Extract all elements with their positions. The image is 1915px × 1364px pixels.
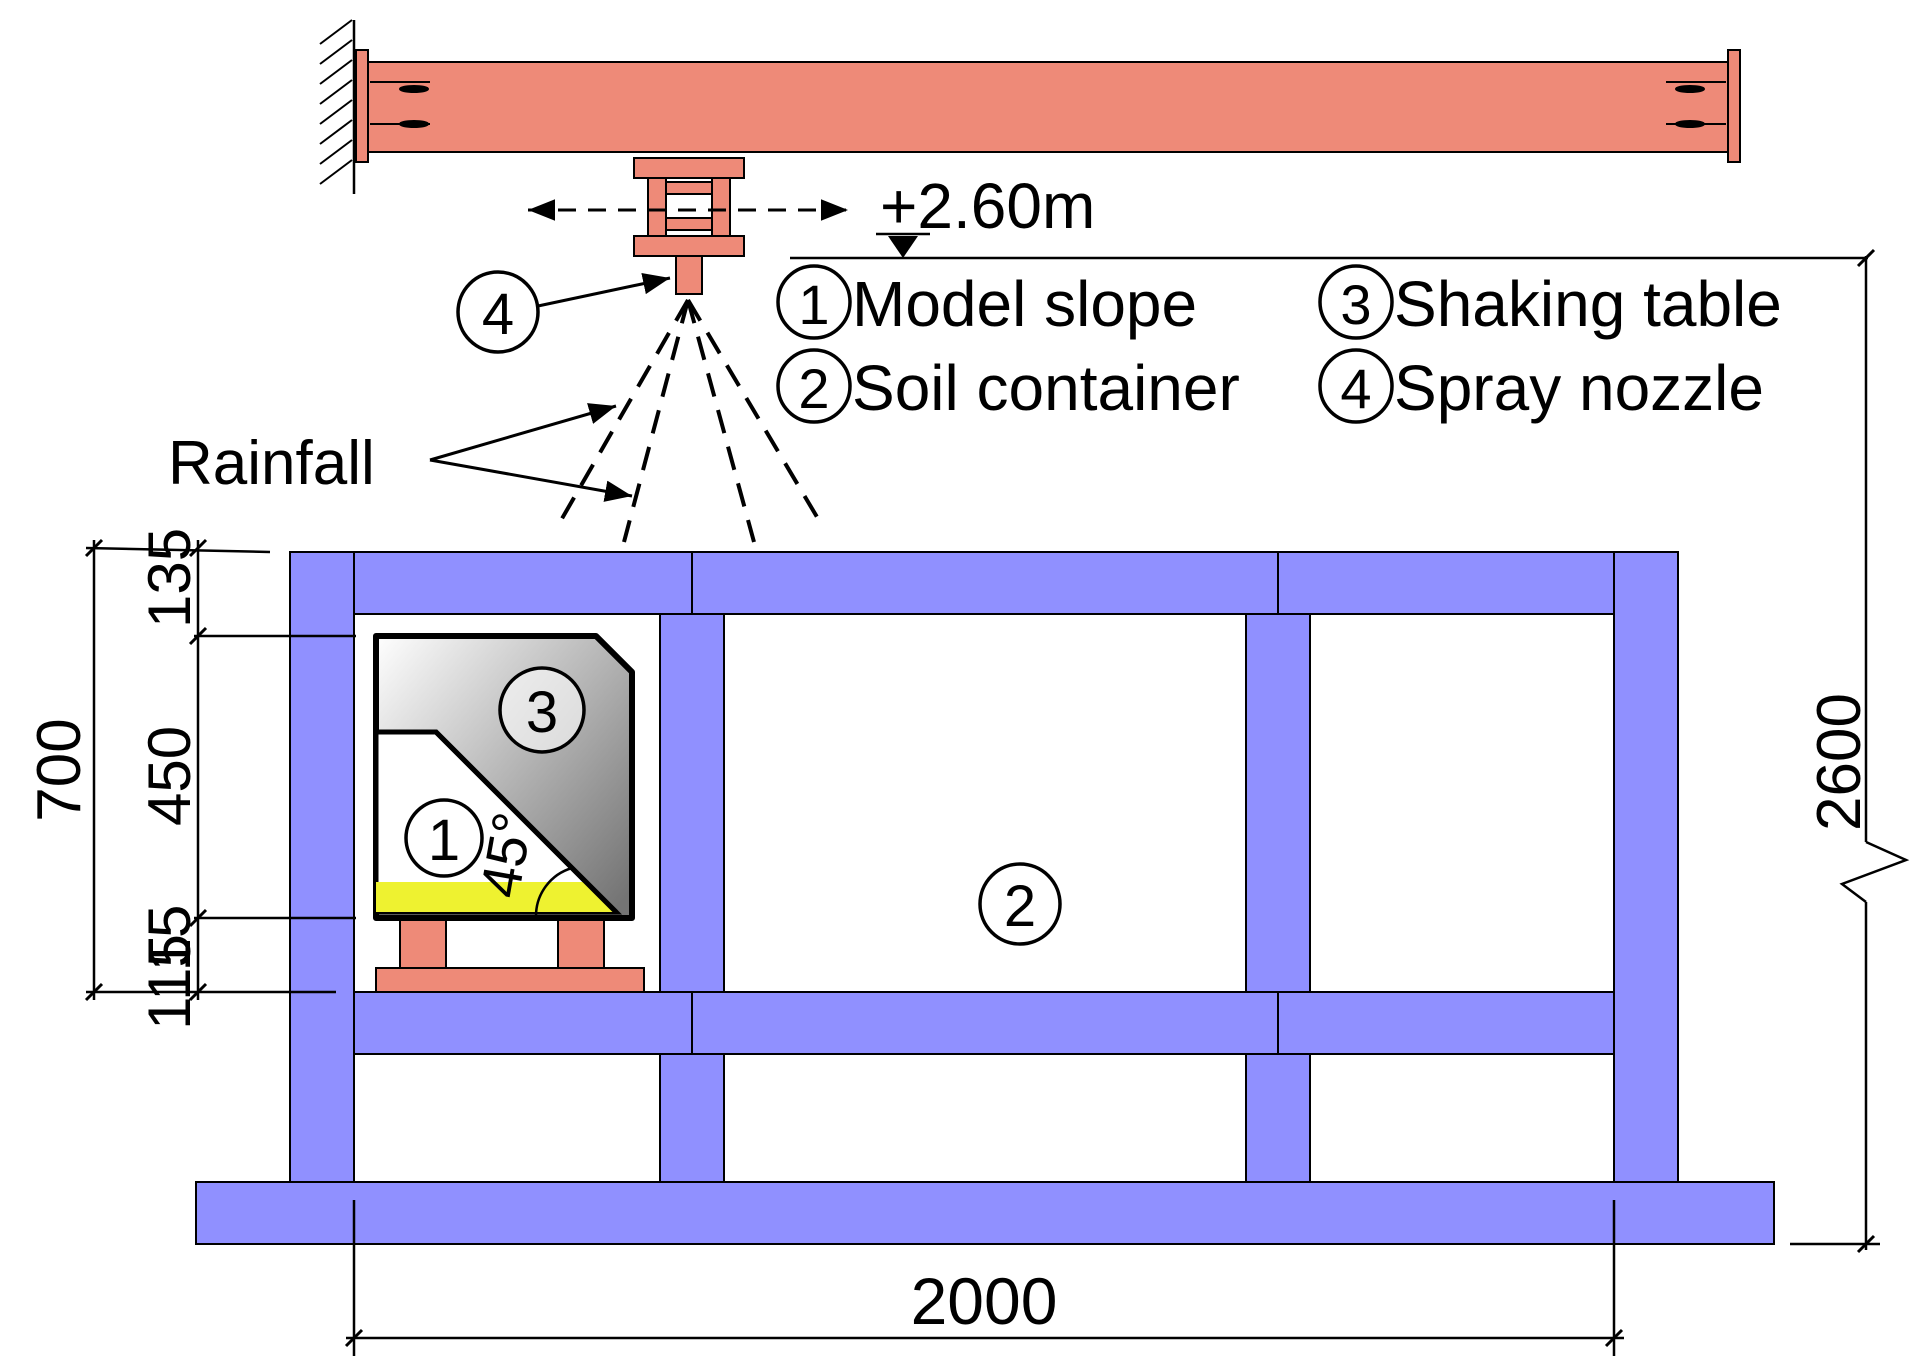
svg-text:700: 700 <box>25 718 94 821</box>
svg-text:450: 450 <box>136 726 203 826</box>
spray-nozzle <box>675 255 703 295</box>
beam-bolts-left <box>370 81 430 128</box>
svg-text:115: 115 <box>136 934 203 1030</box>
marker-soil-container: 2 <box>978 862 1062 946</box>
svg-text:4: 4 <box>1340 357 1371 420</box>
svg-text:+2.60m: +2.60m <box>880 170 1095 242</box>
svg-text:4: 4 <box>482 282 514 347</box>
rainfall-spray <box>558 298 822 543</box>
marker-model-slope: 1 <box>404 798 484 878</box>
legend-item-spray-nozzle: 4 Spray nozzle <box>1318 348 1764 424</box>
soil-base-layer <box>376 882 616 912</box>
callout-nozzle: 4 <box>456 270 671 354</box>
svg-text:Spray nozzle: Spray nozzle <box>1394 352 1764 424</box>
legend-item-shaking-table: 3 Shaking table <box>1318 264 1782 340</box>
nozzle-carriage <box>633 157 745 295</box>
svg-text:Model slope: Model slope <box>852 268 1197 340</box>
svg-text:135: 135 <box>136 528 203 628</box>
left-dimensions: 135 450 15 115 700 <box>25 528 356 1030</box>
elevation-mark: +2.60m <box>790 170 1868 260</box>
svg-text:2600: 2600 <box>1805 693 1874 831</box>
marker-shaking-table: 3 <box>498 666 586 754</box>
svg-text:3: 3 <box>526 680 558 745</box>
legend-item-soil-container: 2 Soil container <box>776 348 1240 424</box>
shaking-table-assembly: 45° 1 3 <box>373 633 645 993</box>
right-dimension: 2600 <box>1790 248 1910 1254</box>
svg-text:Rainfall: Rainfall <box>168 429 375 498</box>
table-base-plate <box>375 967 645 993</box>
svg-text:2: 2 <box>1004 874 1036 939</box>
svg-text:1: 1 <box>428 808 460 873</box>
svg-text:2000: 2000 <box>911 1264 1058 1338</box>
svg-text:2: 2 <box>798 357 829 420</box>
bottom-dimension: 2000 <box>344 1200 1624 1356</box>
legend-item-model-slope: 1 Model slope <box>776 264 1197 340</box>
beam-bolts-right <box>1666 81 1726 128</box>
rainfall-label: Rainfall <box>168 403 633 502</box>
svg-text:15: 15 <box>136 905 203 972</box>
support-frame <box>195 551 1775 1245</box>
legend: 1 Model slope 2 Soil container 3 Shaking… <box>776 264 1782 424</box>
overhead-beam <box>355 49 1741 163</box>
svg-text:3: 3 <box>1340 273 1371 336</box>
svg-text:Shaking table: Shaking table <box>1394 268 1782 340</box>
svg-text:Soil container: Soil container <box>852 352 1240 424</box>
fixed-wall <box>319 19 356 194</box>
svg-text:1: 1 <box>798 273 829 336</box>
